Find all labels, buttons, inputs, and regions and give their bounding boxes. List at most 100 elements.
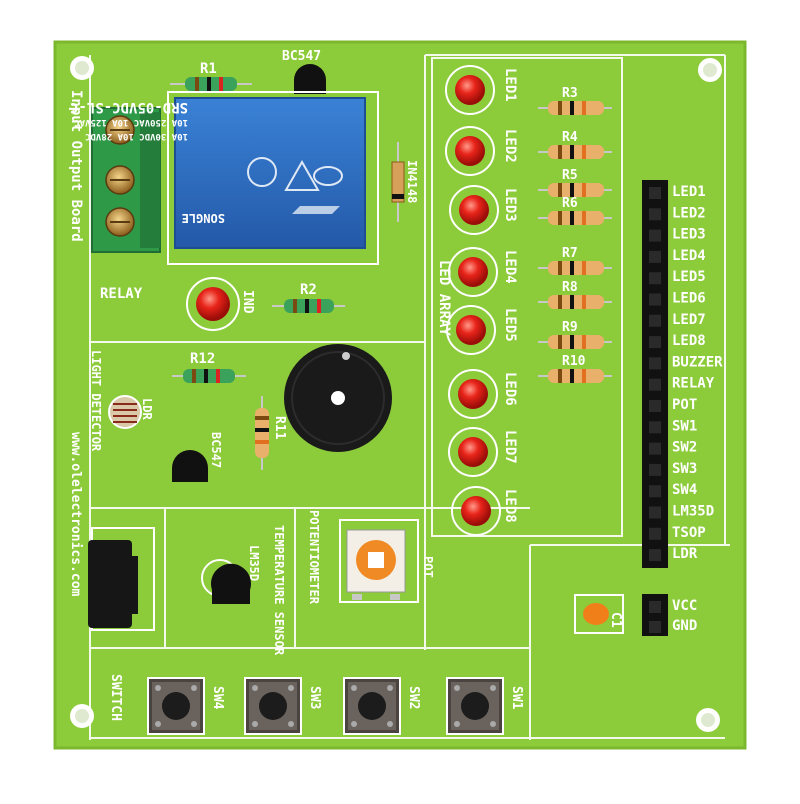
label-r9: R9 — [562, 320, 578, 335]
tactile-switch-sw2: SW2 — [343, 677, 421, 735]
led-8 — [461, 496, 491, 526]
label-r8: R8 — [562, 280, 578, 295]
header-label-sw4: SW4 — [672, 482, 697, 498]
header-pin — [649, 293, 661, 306]
label-sw4: SW4 — [210, 686, 225, 710]
header-pin — [649, 272, 661, 285]
label-r12: R12 — [190, 351, 215, 367]
led-7 — [458, 437, 488, 467]
resistor-r4: R4 — [538, 130, 612, 159]
led-1 — [455, 75, 485, 105]
led-ring — [448, 369, 498, 419]
label-ldr: LDR — [140, 398, 154, 420]
led-3 — [459, 195, 489, 225]
label-relay-section: RELAY — [100, 286, 143, 302]
led-ring — [449, 185, 499, 235]
header-label-buzzer: BUZZER — [672, 354, 723, 370]
label-switch-section: SWITCH — [108, 674, 123, 721]
label-r1: R1 — [200, 61, 217, 77]
label-led-8: LED8 — [502, 489, 518, 523]
led-5 — [456, 315, 486, 345]
header-pin — [649, 336, 661, 349]
lm35-sensor — [201, 559, 251, 604]
header-pin — [649, 463, 661, 476]
pcb-board — [55, 42, 745, 748]
header-label-sw3: SW3 — [672, 461, 697, 477]
led-6 — [458, 379, 488, 409]
buzzer — [284, 344, 392, 452]
label-sw1: SW1 — [509, 686, 524, 710]
header-pin — [649, 314, 661, 327]
board-title: Input Output Board — [68, 90, 84, 242]
switch-button-cap — [162, 692, 190, 720]
header-label-led8: LED8 — [672, 333, 706, 349]
label-r10: R10 — [562, 354, 586, 369]
label-lm35d: LM35D — [247, 545, 261, 581]
label-potentiometer: POTENTIOMETER — [307, 510, 321, 605]
resistor-r2 — [272, 299, 345, 313]
header-pin — [649, 421, 661, 434]
header-pin — [649, 378, 661, 391]
label-light-detector: LIGHT DETECTOR — [89, 350, 103, 452]
label-r7: R7 — [562, 246, 578, 261]
power-pin — [649, 621, 661, 633]
header-pin — [649, 400, 661, 412]
header-label-led3: LED3 — [672, 227, 706, 243]
label-r2: R2 — [300, 282, 317, 298]
resistor-r11 — [255, 396, 269, 470]
label-led-2: LED2 — [502, 129, 518, 163]
led-array: LED1LED2LED3LED4LED5LED6LED7LED8R3R4R5R6… — [445, 65, 612, 536]
header-label-led6: LED6 — [672, 291, 706, 307]
label-pot: POT — [421, 556, 435, 578]
resistor-r6: R6 — [538, 196, 612, 225]
transistor-light — [172, 450, 208, 482]
header-label-led5: LED5 — [672, 269, 706, 285]
label-led-1: LED1 — [502, 68, 518, 102]
header-label-relay: RELAY — [672, 376, 715, 392]
label-temperature-sensor: TEMPERATURE SENSOR — [272, 525, 286, 656]
led-relay-indicator-ring — [186, 277, 240, 331]
label-led-6: LED6 — [502, 372, 518, 406]
led-2 — [455, 136, 485, 166]
tactile-switch-sw3: SW3 — [244, 677, 322, 735]
resistor-r1 — [170, 77, 252, 91]
relay-rating-1: 10A 250VAC 10A 125VAC — [74, 117, 188, 127]
resistor-r7: R7 — [538, 246, 612, 275]
resistor-r9: R9 — [538, 320, 612, 349]
label-ind: IND — [240, 290, 255, 314]
ldr-sensor — [108, 395, 142, 429]
sensor-silk — [339, 519, 419, 603]
header-pin — [649, 527, 661, 540]
terminal-block — [91, 107, 161, 253]
switch-button-cap — [259, 692, 287, 720]
switch-button-cap — [358, 692, 386, 720]
header-label-led1: LED1 — [672, 184, 706, 200]
board-website: www.olelectronics.com — [68, 432, 83, 597]
header-label-tsop: TSOP — [672, 525, 706, 541]
label-r4: R4 — [562, 130, 578, 145]
header-pin — [649, 208, 661, 221]
header-label-pot: POT — [672, 397, 697, 413]
label-sw3: SW3 — [307, 686, 322, 709]
header-label-sw2: SW2 — [672, 440, 697, 456]
resistor-r3: R3 — [538, 86, 612, 115]
header-pin — [649, 357, 661, 370]
led-ring — [446, 305, 496, 355]
tsop-receiver — [88, 527, 155, 631]
header-pin — [649, 506, 661, 519]
led-ring — [448, 427, 498, 477]
led-4 — [458, 257, 488, 287]
led-ring — [445, 65, 495, 115]
transistor-relay — [294, 64, 326, 94]
capacitor-c1 — [574, 594, 624, 634]
relay-component — [167, 91, 379, 265]
relay-rating-2: 10A 30VDC 10A 28VDC — [85, 131, 188, 141]
label-r11: R11 — [272, 416, 287, 440]
label-led-7: LED7 — [502, 430, 518, 464]
mounting-holes — [70, 56, 722, 732]
pin-header — [642, 180, 668, 636]
header-pin — [649, 549, 661, 562]
label-transistor-relay: BC547 — [282, 49, 321, 64]
header-pin — [649, 229, 661, 242]
